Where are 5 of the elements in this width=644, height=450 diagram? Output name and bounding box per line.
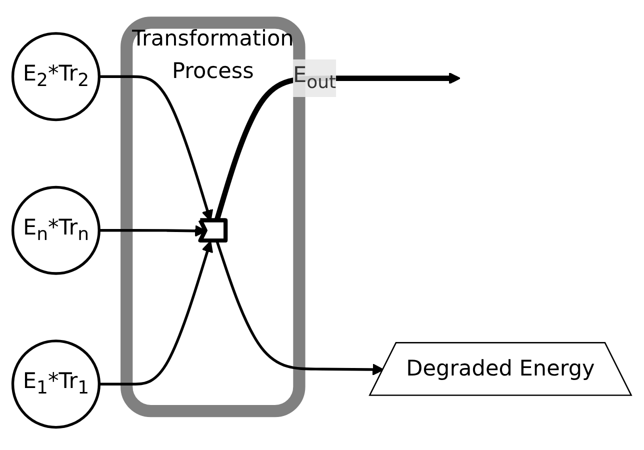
node-circle: E$_{2}$*Tr$_{2}$ [11,32,101,122]
node-circle: E$_{n}$*Tr$_{n}$ [11,186,100,275]
arrow [216,240,384,376]
arrow [99,240,214,386]
node-circle: E$_{1}$*Tr$_{1}$ [11,340,101,429]
